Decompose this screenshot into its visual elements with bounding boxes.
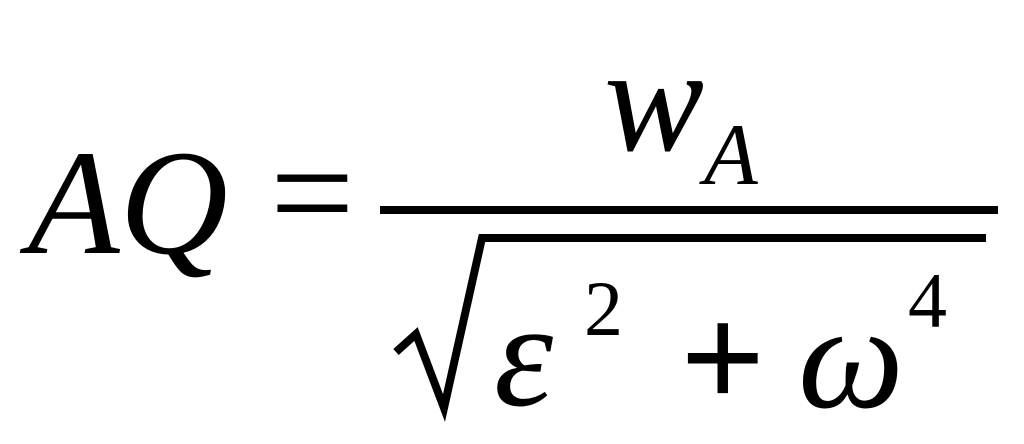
plus-operator: + — [680, 275, 766, 441]
epsilon-exponent: 2 — [584, 265, 623, 352]
denominator-epsilon: ε — [494, 272, 554, 438]
numerator-variable: w — [604, 17, 705, 183]
equals-sign: = — [270, 110, 355, 276]
denominator-omega: ω — [798, 274, 904, 440]
fraction-bar — [380, 206, 998, 214]
omega-exponent: 4 — [908, 257, 947, 344]
lhs-label: AQ — [28, 120, 228, 286]
square-root-icon — [393, 234, 986, 422]
numerator-subscript: A — [704, 107, 758, 204]
